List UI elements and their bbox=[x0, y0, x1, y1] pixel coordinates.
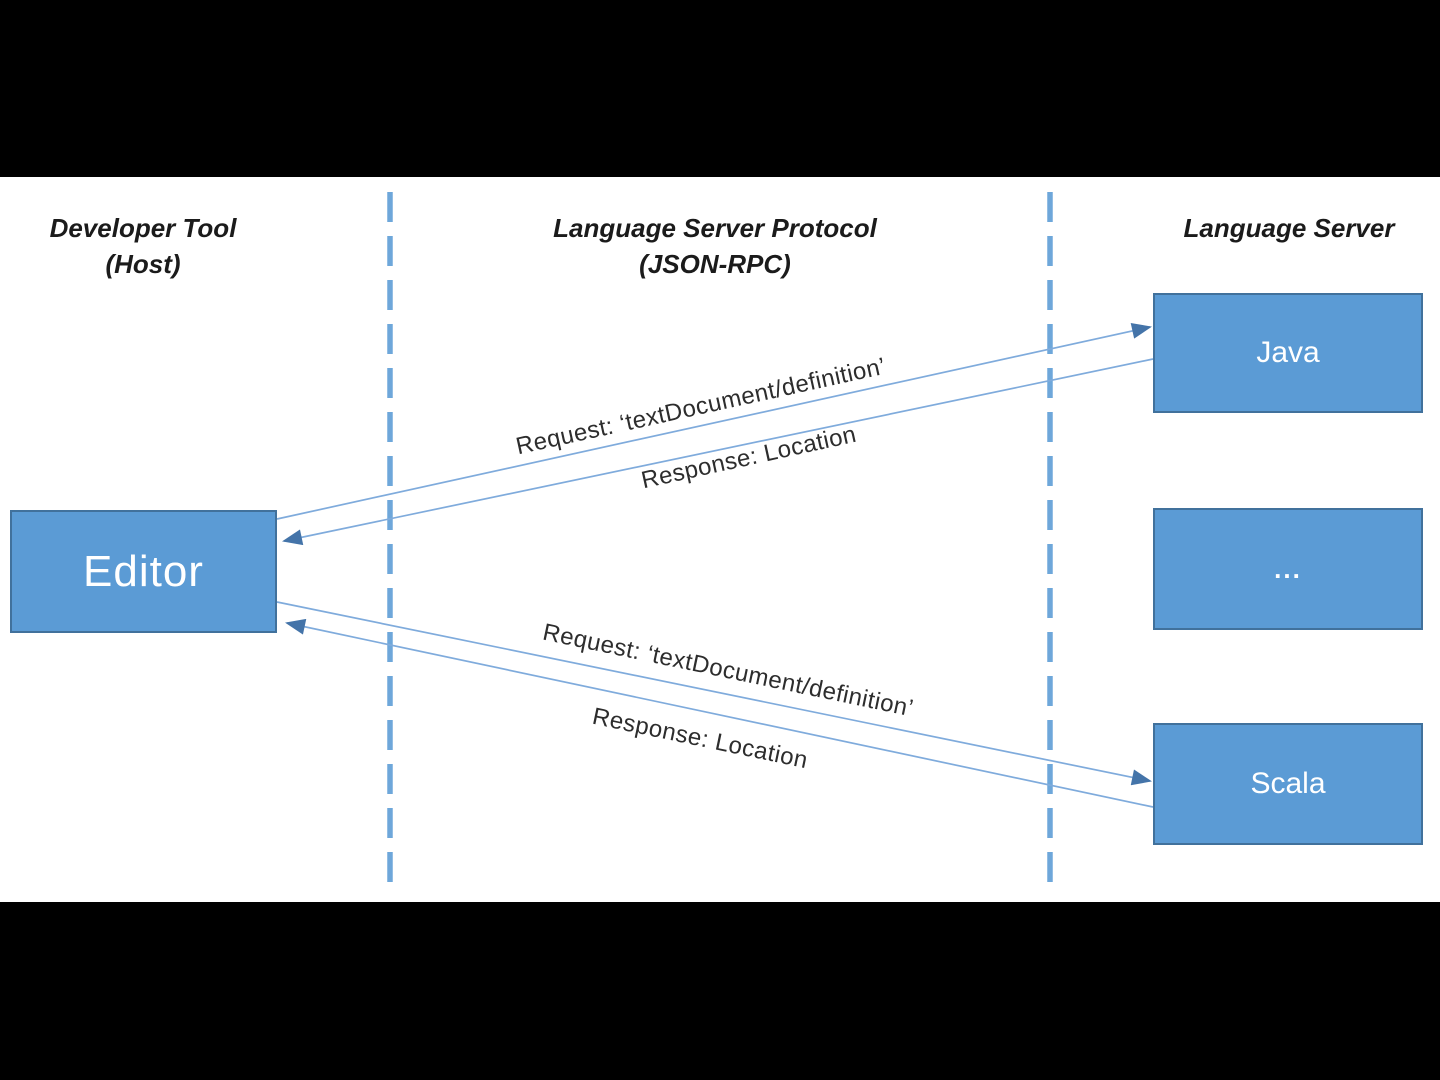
letterbox-bottom bbox=[0, 902, 1440, 1080]
column-header-line2: (JSON-RPC) bbox=[639, 249, 791, 279]
request-arrow-scala bbox=[276, 601, 1152, 786]
letterbox-top bbox=[0, 0, 1440, 177]
column-header-line2: (Host) bbox=[105, 249, 181, 279]
response-arrow-scala bbox=[285, 618, 1154, 808]
node-other-servers-label: ... bbox=[1274, 553, 1302, 584]
column-header-line1: Language Server bbox=[1183, 213, 1395, 243]
node-other-servers: ... bbox=[1153, 508, 1423, 630]
node-java-server: Java bbox=[1153, 293, 1423, 413]
node-scala-server: Scala bbox=[1153, 723, 1423, 845]
column-header-line1: Language Server Protocol bbox=[553, 213, 877, 243]
column-header-developer-tool: Developer Tool (Host) bbox=[3, 210, 283, 282]
node-editor: Editor bbox=[10, 510, 277, 633]
connector-layer bbox=[276, 192, 1154, 893]
node-editor-label: Editor bbox=[83, 546, 204, 596]
column-header-line1: Developer Tool bbox=[49, 213, 237, 243]
node-scala-label: Scala bbox=[1250, 767, 1326, 800]
diagram-canvas: Developer Tool (Host) Language Server Pr… bbox=[0, 177, 1440, 902]
node-java-label: Java bbox=[1256, 336, 1320, 369]
column-header-language-server: Language Server bbox=[1139, 210, 1439, 246]
column-header-protocol: Language Server Protocol (JSON-RPC) bbox=[515, 210, 915, 282]
response-arrow-java bbox=[282, 358, 1154, 546]
request-arrow-java bbox=[276, 323, 1152, 520]
